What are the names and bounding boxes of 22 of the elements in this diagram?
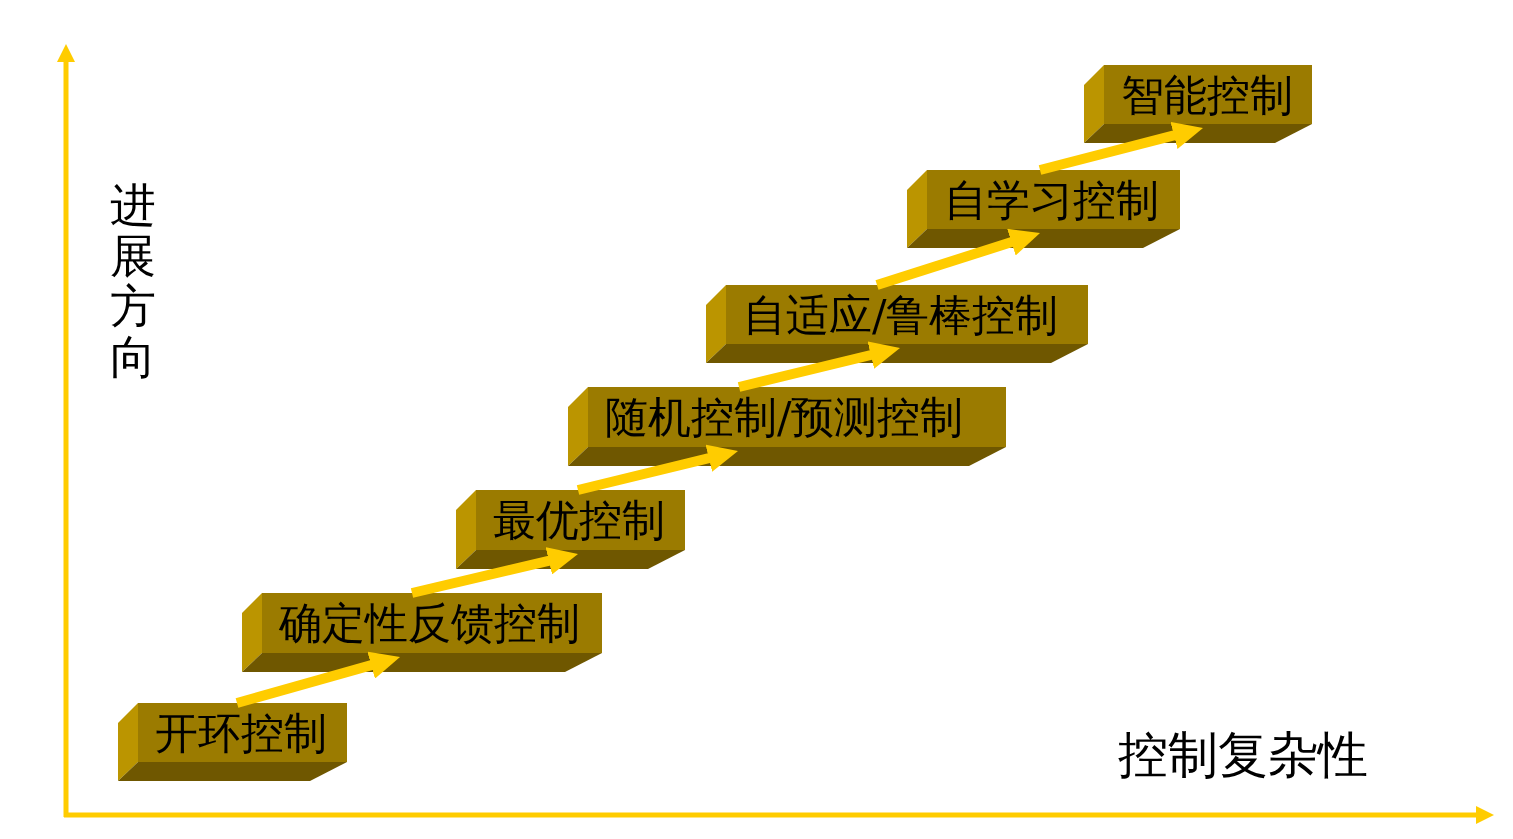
step-label: 自学习控制 [944,179,1159,222]
arrow [737,341,900,392]
step-block [568,387,1006,466]
axis-title: 控制复杂性 [1118,728,1368,783]
step-label: 自适应/鲁棒控制 [743,294,1059,337]
step-label: 最优控制 [493,499,665,542]
step-label: 确定性反馈控制 [279,602,580,645]
step-label: 随机控制/预测控制 [605,396,964,439]
arrow [410,547,578,598]
step-block [456,490,685,569]
arrow [576,444,738,495]
step-block [907,170,1180,248]
step-block [1084,65,1312,143]
axis-title: 进展方向 [110,180,156,383]
step-label: 智能控制 [1121,74,1293,117]
arrow [875,228,1040,290]
step-label: 开环控制 [155,712,327,755]
step-block [118,703,347,781]
arrow [1038,121,1203,175]
step-block [242,593,602,672]
step-block [706,285,1088,363]
arrow [235,651,401,708]
